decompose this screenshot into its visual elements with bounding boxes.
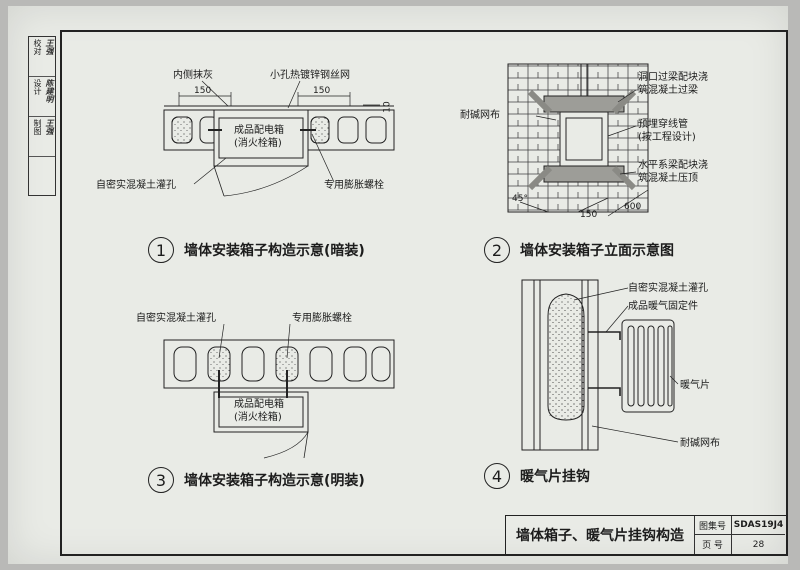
d1-box-sub-label: (消火栓箱) bbox=[234, 138, 282, 149]
detail1-title: 墙体安装箱子构造示意(暗装) bbox=[184, 243, 365, 259]
title-block: 墙体箱子、暖气片挂钩构造 图集号 SDAS19J4 页 号 28 bbox=[505, 515, 786, 554]
sign-cell: 校对 王强 bbox=[29, 37, 55, 77]
d2-cap-label-2: 筑混凝土压顶 bbox=[638, 173, 698, 184]
detail3-plan bbox=[163, 323, 395, 459]
atlas-value: SDAS19J4 bbox=[732, 516, 785, 535]
sign-role: 制图 bbox=[33, 119, 42, 135]
signature-strip: 校对 王强 设计 陈建明 制图 王强 bbox=[28, 36, 56, 196]
d1-wire-mesh-label: 小孔热镀锌钢丝网 bbox=[270, 70, 350, 81]
d1-box-label: 成品配电箱 bbox=[234, 125, 284, 136]
d3-bolt-label: 专用膨胀螺栓 bbox=[292, 313, 352, 324]
sign-cell: 设计 陈建明 bbox=[29, 77, 55, 117]
detail2-elevation bbox=[507, 63, 649, 217]
d2-dim-angle: 45° bbox=[512, 194, 528, 204]
detail4-caption: 4 暖气片挂钩 bbox=[484, 463, 590, 489]
detail2-title: 墙体安装箱子立面示意图 bbox=[520, 243, 674, 259]
d1-inner-plaster-label: 内侧抹灰 bbox=[173, 70, 213, 81]
d1-dim-right: 150 bbox=[313, 86, 331, 96]
sign-role: 设计 bbox=[33, 79, 42, 95]
sheet-title: 墙体箱子、暖气片挂钩构造 bbox=[506, 516, 695, 554]
detail3-caption: 3 墙体安装箱子构造示意(明装) bbox=[148, 467, 365, 493]
d2-cap-label: 水平系梁配块浇 bbox=[638, 160, 708, 171]
sign-name: 王强 bbox=[45, 119, 54, 135]
d1-bolt-label: 专用膨胀螺栓 bbox=[324, 180, 384, 191]
sign-name: 陈建明 bbox=[45, 79, 54, 103]
detail4-title: 暖气片挂钩 bbox=[520, 469, 590, 485]
d1-dim-thickness: 10 bbox=[382, 101, 393, 113]
detail1-caption: 1 墙体安装箱子构造示意(暗装) bbox=[148, 237, 365, 263]
d2-conduit-label: 预埋穿线管 bbox=[638, 119, 688, 130]
d4-mesh-label: 耐碱网布 bbox=[680, 438, 720, 449]
detail2-caption: 2 墙体安装箱子立面示意图 bbox=[484, 237, 674, 263]
detail4-section bbox=[521, 279, 679, 451]
atlas-label: 图集号 bbox=[694, 516, 732, 535]
d3-box-sub-label: (消火栓箱) bbox=[234, 412, 282, 423]
page-value: 28 bbox=[752, 539, 765, 550]
d2-conduit-label-2: (按工程设计) bbox=[638, 132, 696, 143]
drawing-frame bbox=[60, 30, 788, 556]
d2-mesh-label: 耐碱网布 bbox=[460, 110, 500, 121]
detail4-number: 4 bbox=[484, 463, 510, 489]
d3-box-label: 成品配电箱 bbox=[234, 399, 284, 410]
sign-role: 校对 bbox=[33, 39, 42, 55]
d1-dim-left: 150 bbox=[194, 86, 212, 96]
sign-name: 王强 bbox=[45, 39, 54, 55]
detail3-number: 3 bbox=[148, 467, 174, 493]
d2-dim-b: 600 bbox=[624, 202, 642, 212]
detail1-plan bbox=[163, 80, 395, 197]
drawing-sheet: 校对 王强 设计 陈建明 制图 王强 bbox=[8, 6, 788, 564]
d3-grout-label: 自密实混凝土灌孔 bbox=[136, 313, 216, 324]
sign-cell: 制图 王强 bbox=[29, 117, 55, 157]
detail2-number: 2 bbox=[484, 237, 510, 263]
d1-grout-label: 自密实混凝土灌孔 bbox=[96, 180, 176, 191]
d4-grout-label: 自密实混凝土灌孔 bbox=[628, 283, 708, 294]
page-label: 页 号 bbox=[694, 535, 732, 554]
d4-radiator-label: 暖气片 bbox=[680, 380, 710, 391]
detail3-title: 墙体安装箱子构造示意(明装) bbox=[184, 473, 365, 489]
d2-lintel-label: 洞口过梁配块浇 bbox=[638, 72, 708, 83]
d2-dim-a: 150 bbox=[580, 210, 598, 220]
d4-bracket-label: 成品暖气固定件 bbox=[628, 301, 698, 312]
drawing-linework bbox=[163, 63, 679, 459]
detail1-number: 1 bbox=[148, 237, 174, 263]
d2-lintel-label-2: 筑混凝土过梁 bbox=[638, 85, 698, 96]
